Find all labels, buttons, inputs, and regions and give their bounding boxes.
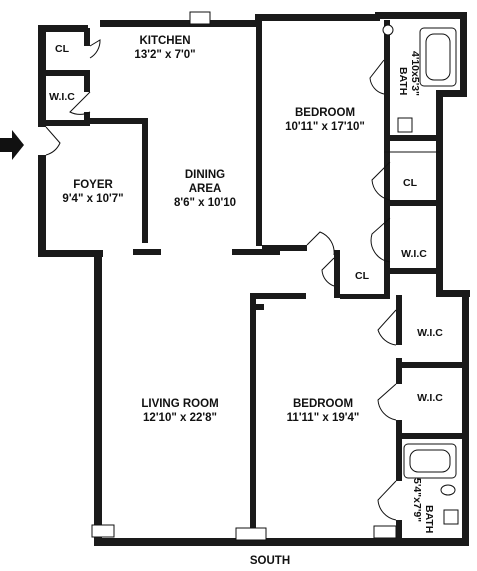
label-wic-left: W.I.C xyxy=(49,91,75,103)
label-wic-right1: W.I.C xyxy=(401,248,427,260)
outer-walls xyxy=(38,12,470,546)
kitchen-dims: 13'2" x 7'0" xyxy=(134,49,195,61)
bedroom2-name: BEDROOM xyxy=(293,398,353,410)
living-name: LIVING ROOM xyxy=(141,398,218,410)
bath1-name: BATH xyxy=(397,67,409,95)
dining-name2: AREA xyxy=(189,183,222,195)
toilet-2 xyxy=(440,484,456,496)
doors xyxy=(45,39,440,521)
toilet-1 xyxy=(382,24,394,36)
dining-dims: 8'6" x 10'10 xyxy=(174,197,236,209)
bath2-name: BATH xyxy=(423,505,435,533)
living-dims: 12'10" x 22'8" xyxy=(143,412,217,424)
radiator-bottom xyxy=(235,527,267,541)
bedroom1-name: BEDROOM xyxy=(295,107,355,119)
sink-1 xyxy=(397,117,413,133)
bath2-dims: 5'4"x7'9" xyxy=(411,478,423,522)
foyer-name: FOYER xyxy=(73,179,113,191)
kitchen-name: KITCHEN xyxy=(139,35,190,47)
foyer-dims: 9'4" x 10'7" xyxy=(62,193,123,205)
arrow-right-icon xyxy=(0,130,24,160)
fixtures xyxy=(91,11,459,541)
bath1-dims: 4'10x5'3" xyxy=(409,51,421,96)
compass-south: SOUTH xyxy=(250,555,290,567)
bedroom1-dims: 10'11" x 17'10" xyxy=(285,121,365,133)
dining-name1: DINING xyxy=(185,169,225,181)
bedroom2-dims: 11'11" x 19'4" xyxy=(287,412,360,424)
label-cl-top: CL xyxy=(55,43,70,55)
label-wic-right3: W.I.C xyxy=(417,392,443,404)
interior-walls xyxy=(38,14,466,541)
room-labels: CL W.I.C KITCHEN 13'2" x 7'0" FOYER 9'4"… xyxy=(49,35,443,567)
label-cl-mid: CL xyxy=(355,270,370,282)
label-wic-right2: W.I.C xyxy=(417,327,443,339)
sink-2 xyxy=(443,509,459,525)
label-cl-right: CL xyxy=(403,177,418,189)
radiator-top xyxy=(189,11,211,25)
